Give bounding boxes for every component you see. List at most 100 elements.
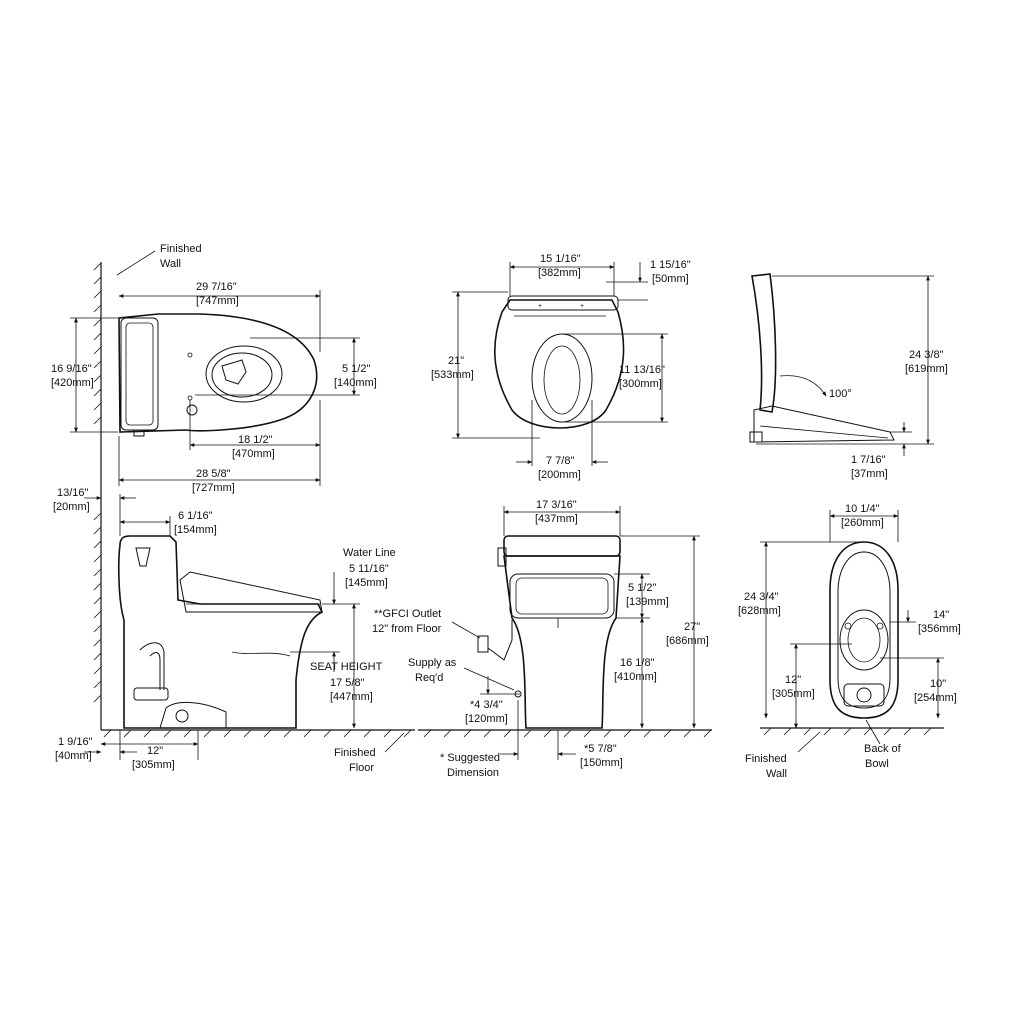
seat-hinge-housing [507,295,619,311]
finished-wall-base-2: Wall [766,768,787,780]
side-view: 13/16" [20mm] 6 1/16" [154mm] Water Line… [53,432,415,774]
tank-top-front [503,535,621,557]
outlet-flange [133,687,169,701]
dim-overall-length-in: 29 7/16" [196,281,237,293]
floor-hatch-base [760,727,944,736]
dim-rough-in-in: 12" [147,745,163,757]
dim-rough-in-base-mm: [305mm] [772,688,815,700]
dim-bolt-spacing-mm: [356mm] [918,623,961,635]
dim-seat-length-mm: [533mm] [431,369,474,381]
dim-rough-in-base-in: 12" [785,674,801,686]
seat-lid-front [509,573,615,619]
dim-floor-offset-in: 1 9/16" [58,736,93,748]
finished-wall-base-1: Finished [745,753,787,765]
seat-outline [494,299,625,429]
dim-supply-offset-mm: [150mm] [580,757,623,769]
dim-wall-to-front-mm: [470mm] [232,448,275,460]
finished-wall-label-2: Wall [160,258,181,270]
side-control [497,547,507,567]
dim-seat-thickness-mm: [37mm] [851,468,888,480]
bowl-inner [211,352,273,398]
base-hardware [159,701,227,729]
finished-floor-leader [384,732,405,753]
dim-front-width-mm: [437mm] [535,513,578,525]
toilet-profile-side [118,535,324,729]
trapway-ring [839,609,889,671]
finished-wall-label-1: Finished [160,243,202,255]
dim-opening-width-in: 7 7/8" [546,455,574,467]
dim-bolt-spacing-in: 14" [933,609,949,621]
gfci-cord [487,620,513,661]
finished-floor-label-1: Finished [334,747,376,759]
dim-rim-height-mm: [410mm] [614,671,657,683]
back-of-bowl-2: Bowl [865,758,889,770]
outlet-horn [843,683,885,707]
dim-seat-width-in: 15 1/16" [540,253,581,265]
bolt-left [844,622,852,630]
dim-back-to-flange-in: 10" [930,678,946,690]
hinge-mark: + [580,303,584,310]
bolt-hole [187,352,193,358]
gfci-leader [451,621,481,639]
bolt-right [876,622,884,630]
dim-wall-gap-in: 13/16" [57,487,89,499]
dim-seat-height-in: 17 5/8" [330,677,365,689]
supply-label-2: Req'd [415,672,443,684]
tank-lid-inner [125,322,154,426]
dim-base-length-in: 24 3/4" [744,591,779,603]
gfci-label-2: 12" from Floor [372,623,442,635]
seat-lid-front-inner [515,577,609,615]
suggested-label-1: * Suggested [440,752,500,764]
dim-rim-height-in: 16 1/8" [620,657,655,669]
dim-bowl-center-mm: [140mm] [334,377,377,389]
finished-floor-label-2: Floor [349,762,374,774]
seat-top-view: + + 15 1/16" [382mm] 1 15/16" [50mm] 21"… [431,253,691,481]
dim-bowl-center-in: 5 1/2" [342,363,370,375]
dim-open-height-mm: [619mm] [905,363,948,375]
base-view: 10 1/4" [260mm] 24 3/4" [628mm] 14" [356… [738,503,961,780]
dim-base-width-mm: [260mm] [841,517,884,529]
dim-water-line-in: 5 11/16" [349,563,389,575]
wall-hatch-top [93,262,102,432]
supply-stub [133,429,145,437]
seat-side-view: 100° 24 3/8" [619mm] 1 7/16" [37mm] [749,273,948,480]
dim-seat-length-in: 21" [448,355,464,367]
seat-hinge [749,431,763,443]
dim-tank-width-in: 16 9/16" [51,363,92,375]
dim-back-to-flange-mm: [254mm] [914,692,957,704]
dim-seat-height-mm: [447mm] [330,691,373,703]
bowl-inner-base [837,551,891,709]
seat-opening-inner [543,345,581,415]
bolt-hole [187,395,193,401]
supply-leader [463,667,515,691]
water-surface [231,651,291,657]
dim-overall-length-mm: [747mm] [196,295,239,307]
water-inlet [186,404,198,416]
dim-front-width-in: 17 3/16" [536,499,577,511]
dim-floor-offset-mm: [40mm] [55,750,92,762]
dim-base-length-in: 28 5/8" [196,468,231,480]
floor-hatch-side [101,729,415,738]
bowl-opening [205,345,283,403]
supply-label-1: Supply as [408,657,457,669]
dim-hinge-offset-in: 1 15/16" [650,259,691,271]
bowl-outline-base [829,541,899,719]
toilet-front-outline [503,555,621,729]
trapway-inner-ring [847,617,881,663]
dim-seat-depth-mm: [139mm] [626,596,669,608]
gfci-label-1: **GFCI Outlet [374,608,441,620]
seat-height-label: SEAT HEIGHT [310,661,383,673]
seat-side [179,571,323,613]
dim-base-width-in: 10 1/4" [845,503,880,515]
dim-open-angle: 100° [829,388,852,400]
dim-opening-width-mm: [200mm] [538,469,581,481]
dim-supply-height-in: *4 3/4" [470,699,503,711]
flush-button [135,547,151,567]
finished-wall-leader [116,250,156,276]
seat-opening [531,333,593,423]
dim-wall-gap-mm: [20mm] [53,501,90,513]
seat-base-profile [753,405,895,443]
trapway [139,642,165,690]
dim-supply-offset-in: *5 7/8" [584,743,617,755]
